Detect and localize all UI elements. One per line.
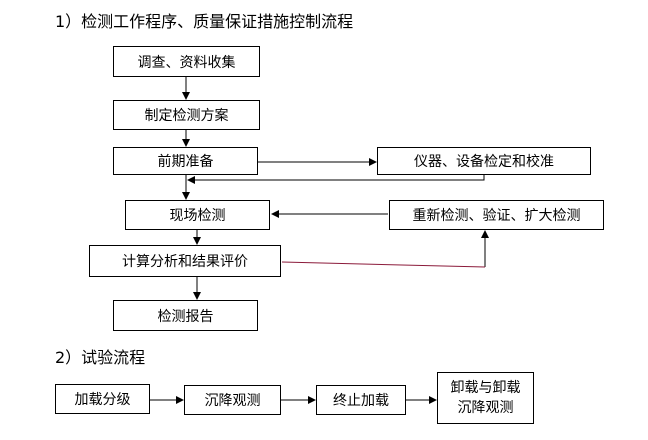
node-calc: 计算分析和结果评价: [89, 245, 281, 277]
node-unload: 卸载与卸载 沉降观测: [437, 372, 534, 424]
node-field: 现场检测: [125, 200, 270, 230]
node-recheck: 重新检测、验证、扩大检测: [389, 200, 604, 230]
node-report: 检测报告: [113, 300, 258, 331]
node-survey: 调查、资料收集: [113, 46, 260, 77]
node-calibrate: 仪器、设备检定和校准: [377, 147, 591, 175]
node-grading: 加载分级: [55, 384, 150, 414]
node-settle: 沉降观测: [184, 385, 281, 415]
node-stop: 终止加载: [316, 385, 406, 415]
node-plan: 制定检测方案: [113, 100, 260, 130]
arrow-calibrate-return: [187, 175, 485, 184]
node-unload-line-1: 卸载与卸载: [450, 380, 521, 396]
section-2-heading: 2）试验流程: [55, 348, 146, 367]
feedback-line: [281, 261, 486, 268]
node-prep: 前期准备: [113, 147, 258, 175]
section-1-heading: 1）检测工作程序、质量保证措施控制流程: [55, 12, 354, 31]
node-unload-line-2: 沉降观测: [457, 400, 514, 416]
